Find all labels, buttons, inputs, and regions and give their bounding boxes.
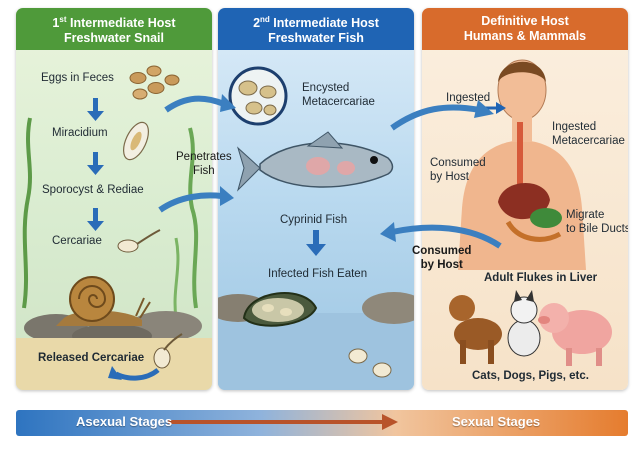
dog-icon xyxy=(449,295,502,364)
panel-subtitle-snail: Freshwater Snail xyxy=(63,31,165,46)
panel-subtitle-fish: Freshwater Fish xyxy=(268,31,364,46)
asexual-stages-label: Asexual Stages xyxy=(76,414,173,429)
ingested-meta-line1: Ingested xyxy=(552,121,597,133)
human-scene xyxy=(449,59,612,366)
encysted-metacercariae-label: Encysted Metacercariae xyxy=(302,81,375,109)
sexual-stages-label: Sexual Stages xyxy=(452,414,541,429)
panel-title-snail: 1st Intermediate Host xyxy=(16,12,212,31)
panel-subtitle-definitive: Humans & Mammals xyxy=(463,29,587,43)
consumed-by-host-label: Consumed by Host xyxy=(412,244,471,272)
step-cercariae-label: Cercariae xyxy=(52,235,102,247)
fish-down-arrow xyxy=(306,230,326,256)
animals-label: Cats, Dogs, Pigs, etc. xyxy=(472,370,589,382)
title-rest: Intermediate Host xyxy=(269,16,379,31)
ingested-metacercariae-label: Ingested Metacercariae xyxy=(552,120,625,148)
panel-first-intermediate-host: 1st Intermediate Host Freshwater Snail xyxy=(16,8,212,390)
step-eggs-label: Eggs in Feces xyxy=(41,72,114,84)
snail-scene xyxy=(16,65,212,390)
metacercariae-magnifier-icon xyxy=(228,66,288,126)
migrate-line1: Migrate xyxy=(566,209,605,221)
panel-title-fish: 2nd Intermediate Host xyxy=(218,12,414,31)
consumed-inner-line2: by Host xyxy=(430,171,469,183)
migrate-line2: to Bile Ducts xyxy=(566,223,628,235)
snail-icon xyxy=(56,276,151,326)
panel-header-snail: 1st Intermediate Host Freshwater Snail xyxy=(16,8,212,50)
penetrates-line2: Fish xyxy=(192,165,215,177)
released-cercariae-label: Released Cercariae xyxy=(38,352,145,364)
title-ordinal: 1 xyxy=(52,16,60,31)
consumed-line2: by Host xyxy=(420,259,463,271)
cat-icon xyxy=(507,290,541,357)
title-ordinal-suffix: st xyxy=(59,14,67,24)
panel-definitive-host: Definitive Host Humans & Mammals xyxy=(422,8,628,390)
penetrates-fish-label: Penetrates Fish xyxy=(176,150,232,178)
step-sporocyst-label: Sporocyst & Rediae xyxy=(42,184,144,196)
title-rest: Intermediate Host xyxy=(66,16,176,31)
encysted-line1: Encysted xyxy=(302,82,350,94)
panel-second-intermediate-host: 2nd Intermediate Host Freshwater Fish xyxy=(218,8,414,390)
infected-fish-eaten-label: Infected Fish Eaten xyxy=(268,268,368,280)
cyprinid-fish-icon xyxy=(237,131,394,192)
title-ordinal-suffix: nd xyxy=(260,14,270,24)
ingested-label: Ingested xyxy=(446,92,491,104)
released-cercaria-icon xyxy=(153,333,183,369)
title-ordinal: 2 xyxy=(253,16,261,31)
down-arrows xyxy=(87,98,104,231)
panel-title-definitive: Definitive Host xyxy=(481,14,569,28)
cercaria-icon xyxy=(117,229,161,253)
consumed-by-host-inner-label: Consumed by Host xyxy=(430,156,486,184)
fish-scene xyxy=(218,66,414,390)
eggs-icon xyxy=(129,65,180,100)
panel-header-fish: 2nd Intermediate Host Freshwater Fish xyxy=(218,8,414,50)
penetrates-line1: Penetrates xyxy=(176,151,232,163)
encysted-line2: Metacercariae xyxy=(302,96,375,108)
cyprinid-fish-label: Cyprinid Fish xyxy=(280,214,348,226)
adult-flukes-label: Adult Flukes in Liver xyxy=(484,272,598,284)
panel-header-definitive: Definitive Host Humans & Mammals xyxy=(422,8,628,50)
pig-icon xyxy=(538,303,612,366)
migrate-bile-ducts-label: Migrate to Bile Ducts xyxy=(566,208,628,236)
step-miracidium-label: Miracidium xyxy=(52,127,108,139)
consumed-line1: Consumed xyxy=(412,245,472,257)
consumed-inner-line1: Consumed xyxy=(430,157,486,169)
miracidium-icon xyxy=(123,121,149,161)
clam-icon xyxy=(242,292,318,327)
ingested-meta-line2: Metacercariae xyxy=(552,135,625,147)
